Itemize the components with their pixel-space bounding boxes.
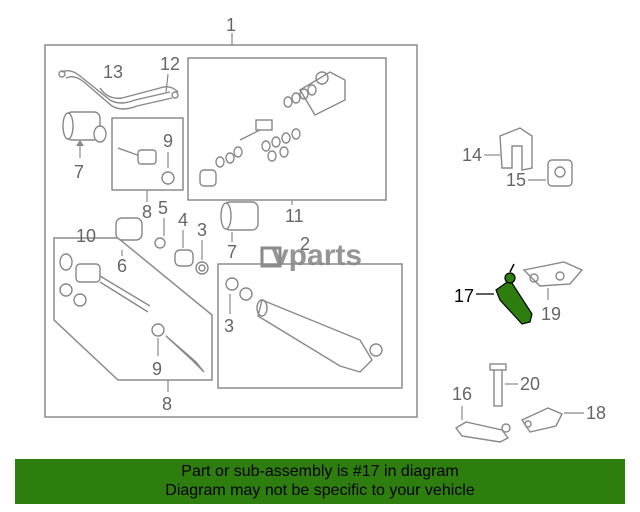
bolt-20: [489, 363, 507, 407]
callout-15: 15: [506, 170, 526, 190]
inner-tie-rod-8-upper: [117, 147, 175, 185]
callout-20: 20: [520, 374, 540, 394]
callout-13: 13: [103, 62, 123, 82]
callout-9-upper: 9: [163, 131, 173, 151]
bushings-3-4-5-6: [115, 217, 209, 275]
callout-17: 17: [454, 286, 474, 306]
bracket-14: [499, 127, 533, 171]
tie-rod-end-16: [454, 421, 511, 443]
callout-8-lower: 8: [162, 394, 172, 414]
rack-housing-parts-11: [199, 71, 346, 187]
svg-text:vparts: vparts: [272, 239, 362, 272]
bellows-boot-7-right: [220, 201, 259, 231]
callout-9-lower: 9: [152, 359, 162, 379]
callout-1: 1: [226, 15, 236, 35]
callout-7-right: 7: [227, 242, 237, 262]
callout-16: 16: [452, 384, 472, 404]
hose-lines-13: [58, 69, 179, 110]
info-banner: Part or sub-assembly is #17 in diagram D…: [15, 459, 625, 504]
callout-6: 6: [117, 256, 127, 276]
callout-4: 4: [178, 210, 188, 230]
callout-8-upper: 8: [142, 202, 152, 222]
tie-rod-assembly-10: [59, 253, 205, 373]
callout-7-left: 7: [74, 162, 84, 182]
callout-18: 18: [586, 403, 606, 423]
knuckle-arm-18: [520, 407, 563, 433]
parts-diagram: 1 13 12 7 9 8: [44, 15, 606, 443]
callout-14: 14: [462, 145, 482, 165]
banner-line-1: Part or sub-assembly is #17 in diagram: [181, 463, 459, 480]
callout-11: 11: [285, 206, 304, 226]
subassembly-frame-2: [217, 263, 403, 389]
callout-12: 12: [160, 54, 180, 74]
banner-line-2: Diagram may not be specific to your vehi…: [165, 482, 475, 499]
callout-10: 10: [76, 226, 96, 246]
vparts-logo: vparts: [260, 239, 362, 272]
tie-rod-end-17-highlighted: [495, 263, 533, 325]
bushing-15: [547, 159, 573, 187]
callout-2: 2: [300, 234, 310, 254]
steering-rack-2: [225, 277, 383, 373]
bellows-boot-7-left: [62, 111, 107, 143]
main-assembly-frame: [44, 44, 418, 418]
subassembly-frame-11: [187, 57, 387, 201]
callout-19: 19: [541, 304, 561, 324]
callout-3-lower: 3: [224, 316, 234, 336]
callout-3-upper: 3: [197, 220, 207, 240]
knuckle-arm-19: [522, 261, 584, 287]
callout-5: 5: [158, 198, 168, 218]
